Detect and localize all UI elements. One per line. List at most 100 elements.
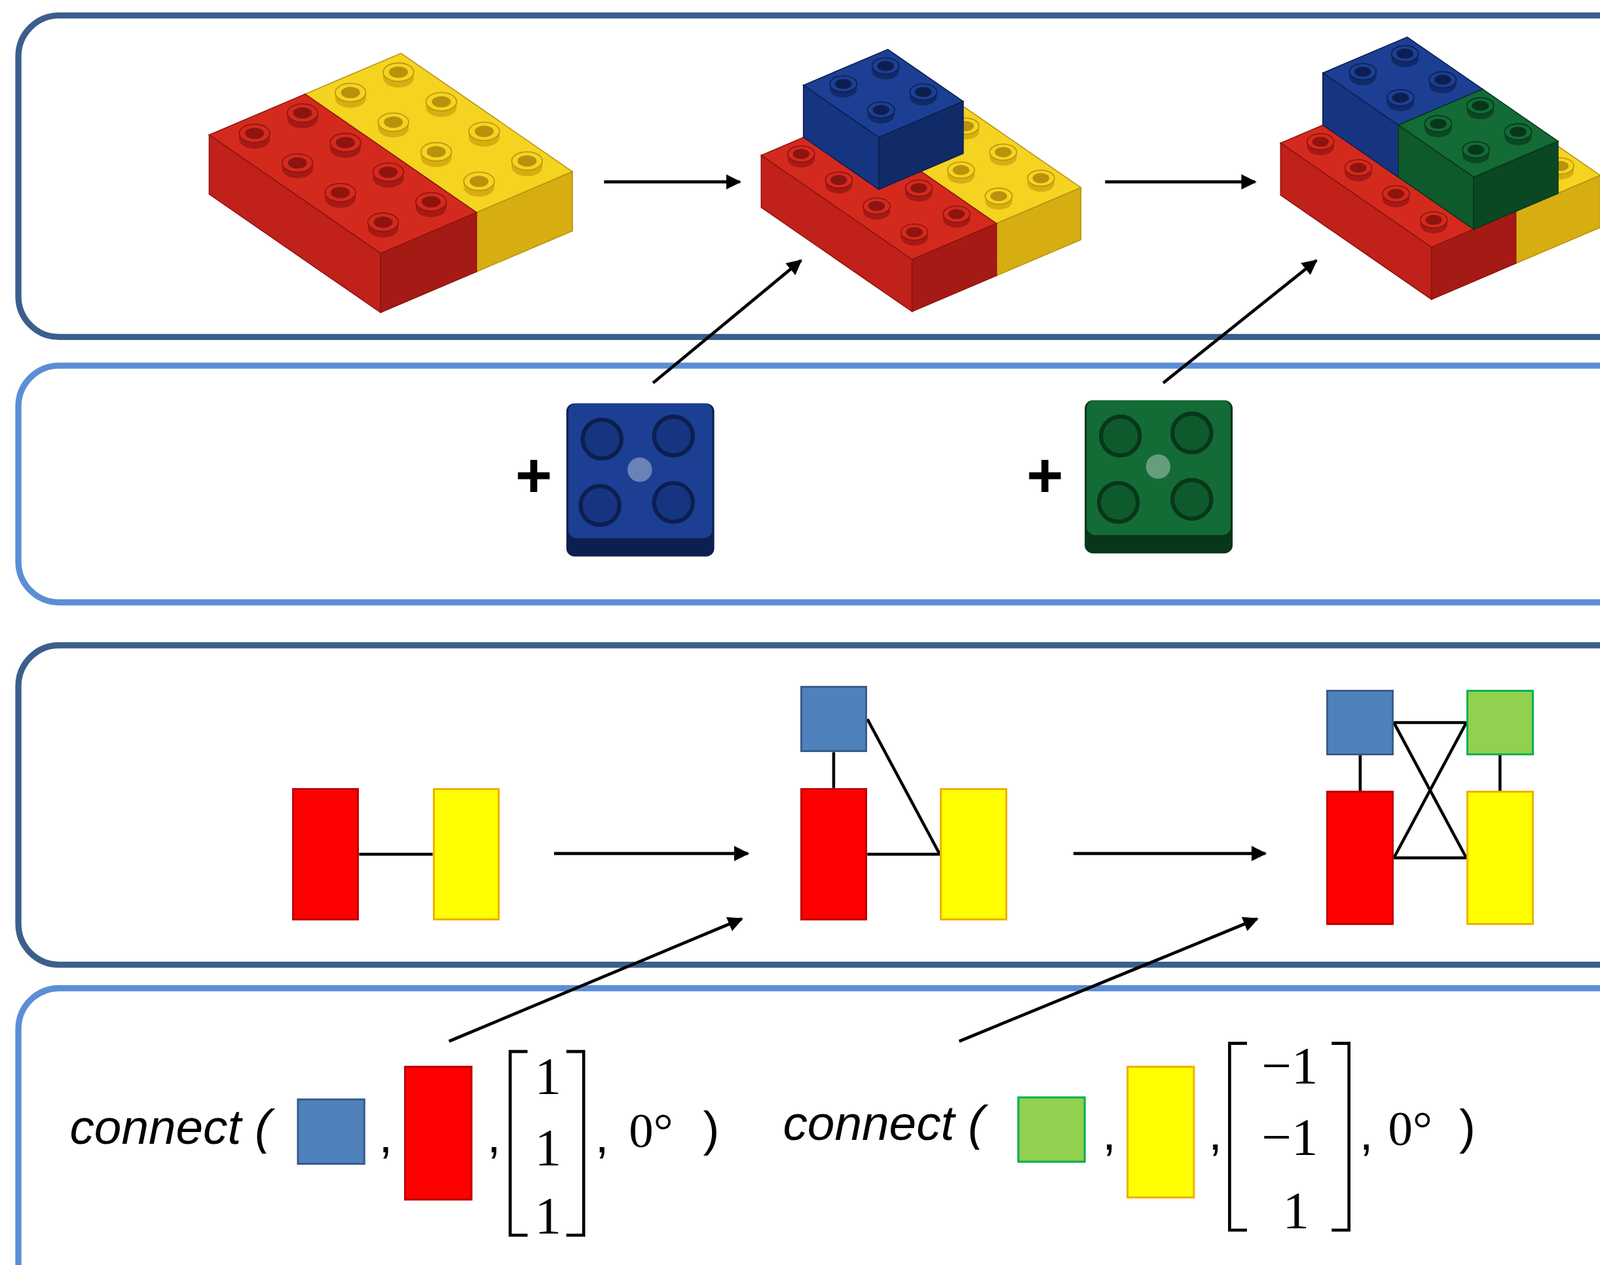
brick-stud [421, 142, 452, 168]
brick-stud [468, 121, 500, 147]
brick-stud [377, 112, 409, 137]
brick-stud [1344, 159, 1372, 182]
brick-stud [1504, 123, 1532, 146]
yellow-block-symbol [1127, 1066, 1194, 1197]
brick-stud [330, 133, 361, 158]
yellow-block [939, 787, 1008, 921]
brick-stud [905, 180, 932, 202]
vector-entry: −1 [1261, 1111, 1318, 1165]
brick-stud [867, 101, 895, 124]
connector-line [1393, 722, 1467, 858]
red-block-symbol [405, 1066, 472, 1200]
single-brick-photo [566, 403, 715, 557]
brick-stud [287, 103, 319, 128]
single-brick-photo [1084, 400, 1233, 554]
brick-stud [415, 192, 447, 217]
brick-face [803, 85, 879, 190]
panel [18, 987, 1600, 1265]
matrix-bracket [566, 1051, 584, 1235]
brick-stud [787, 146, 815, 168]
vector-entry: 1 [534, 1121, 562, 1175]
brick-stud [1462, 141, 1490, 164]
panel [18, 645, 1600, 965]
red-block [1326, 790, 1394, 925]
brick-stud [900, 223, 928, 246]
green-block [1466, 689, 1534, 756]
brick-stud [1382, 185, 1410, 207]
separator: , [1359, 1108, 1374, 1158]
connector-line [1393, 721, 1467, 725]
vector-entry: 1 [534, 1049, 562, 1103]
vector-entry: 1 [1282, 1184, 1310, 1238]
red-block [800, 787, 868, 921]
brick-stud [825, 171, 853, 194]
vector-entry: −1 [1261, 1040, 1318, 1094]
brick-stud [829, 75, 857, 98]
brick-stud [1467, 97, 1494, 120]
brick-face [1322, 72, 1399, 177]
separator: , [595, 1110, 610, 1160]
separator: , [487, 1110, 502, 1160]
add-arrow [959, 918, 1258, 1042]
brick-stud [425, 92, 457, 117]
matrix-bracket [510, 1051, 528, 1235]
brick-stud [1307, 133, 1335, 156]
add-arrow [449, 918, 743, 1042]
step-arrow [1073, 851, 1266, 855]
brick-stud [863, 197, 891, 220]
formula-symbols [297, 1043, 1350, 1236]
function-name: connect ( [782, 1097, 985, 1147]
vector-entry: 1 [534, 1190, 562, 1244]
brick-stud [1424, 115, 1452, 138]
separator: , [1208, 1108, 1223, 1158]
brick-stud [872, 57, 900, 80]
plus-sign: + [1026, 444, 1063, 508]
yellow-block [1466, 790, 1534, 925]
function-name: connect ( [69, 1102, 272, 1152]
brick-stud [985, 187, 1012, 210]
green-block-symbol [1018, 1097, 1085, 1162]
connector-line [1498, 755, 1502, 792]
connector-line [832, 751, 836, 788]
blue-block [800, 685, 868, 752]
separator: , [1102, 1108, 1117, 1158]
blue-block [1326, 689, 1394, 756]
brick-face [1398, 125, 1474, 230]
matrix-bracket [1229, 1043, 1247, 1230]
yellow-block [432, 787, 501, 921]
red-block [292, 787, 360, 921]
angle-value: 0° [628, 1106, 673, 1156]
brick-stud [1387, 89, 1414, 112]
connector-line [867, 719, 940, 855]
step-arrows [449, 182, 1317, 1042]
brick-stud [511, 151, 543, 177]
brick-stud [989, 144, 1017, 166]
brick-stud [1429, 71, 1456, 94]
step-arrow [603, 180, 740, 184]
connector-line [1393, 722, 1467, 858]
connector-line [1358, 755, 1363, 792]
brick-stud [372, 163, 404, 188]
brick-stud [1420, 211, 1448, 234]
angle-value: 0° [1388, 1104, 1433, 1154]
brick-stud [909, 83, 937, 106]
brick-stud [324, 183, 356, 208]
brick-stud [282, 153, 314, 179]
closing-paren: ) [1459, 1102, 1476, 1152]
brick-face [208, 134, 381, 313]
brick-stud [947, 161, 975, 184]
brick-stud [383, 62, 414, 88]
brick-stud [463, 172, 495, 197]
closing-paren: ) [702, 1104, 720, 1154]
panel [18, 365, 1600, 602]
matrix-bracket [1331, 1043, 1349, 1230]
brick-stud [1349, 63, 1377, 86]
brick-stud [943, 206, 970, 228]
panel [18, 15, 1600, 338]
add-arrow [652, 260, 801, 384]
brick-stud [368, 212, 399, 238]
add-arrow [1163, 260, 1317, 384]
